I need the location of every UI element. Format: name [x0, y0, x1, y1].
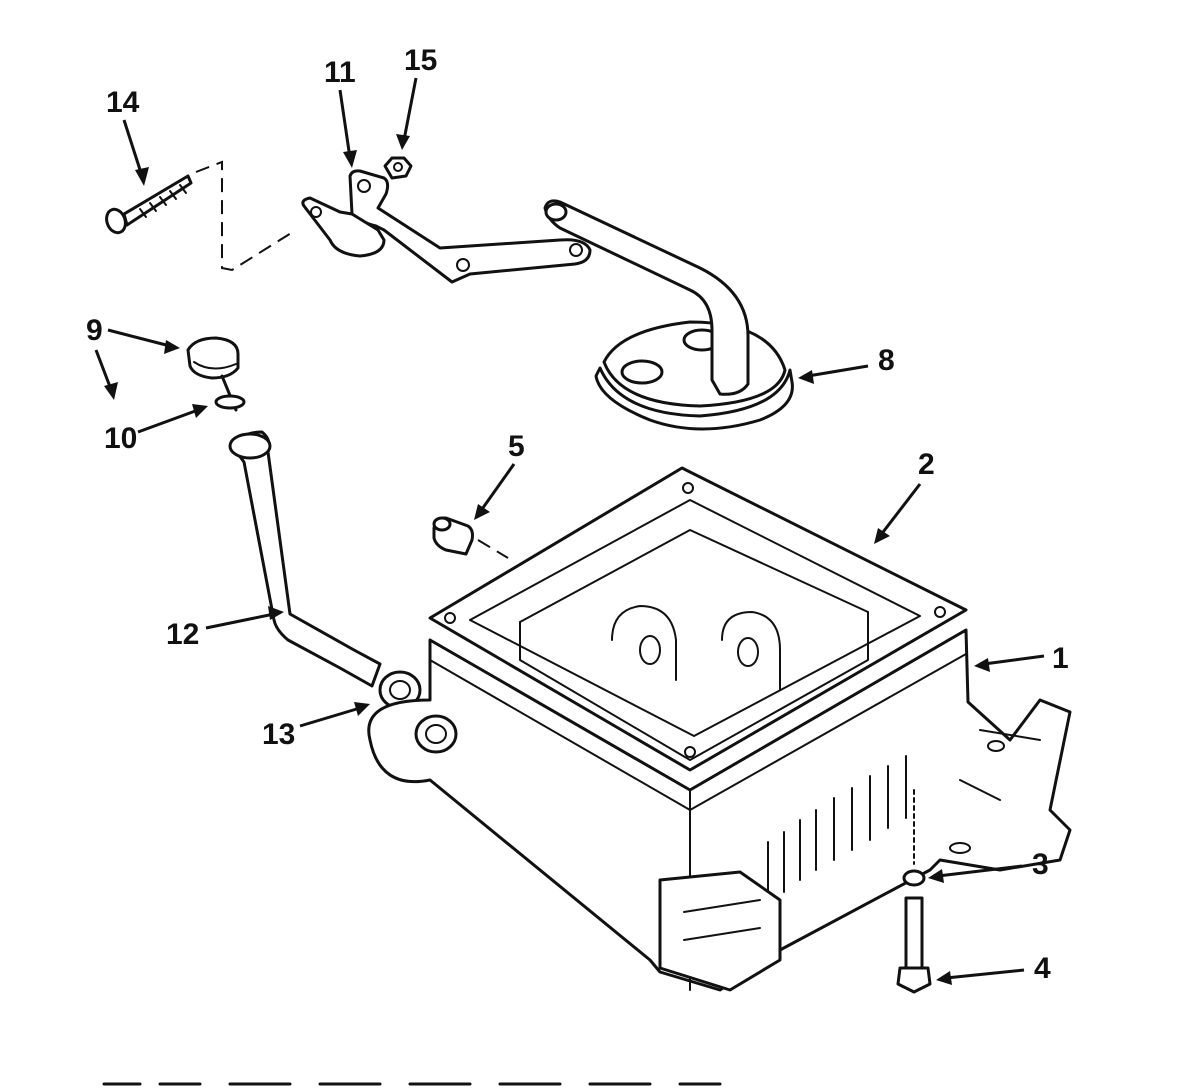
strainer-part-8	[543, 199, 794, 431]
washer-part-3	[902, 789, 926, 887]
callout-label-11: 11	[324, 56, 356, 89]
assembly-line-14	[195, 160, 297, 272]
callout-label-8: 8	[878, 344, 895, 377]
callout-label-1: 1	[1052, 642, 1069, 675]
callout-label-12: 12	[166, 618, 199, 651]
gasket-part-2	[428, 466, 968, 772]
callout-5: 5	[474, 430, 525, 520]
callout-label-3: 3	[1032, 848, 1049, 881]
o-ring-part-10	[214, 394, 246, 410]
bolt-part-4	[896, 896, 932, 994]
plug-part-5	[432, 516, 474, 556]
callout-label-15: 15	[404, 44, 437, 77]
callout-12: 12	[166, 606, 284, 651]
callout-4: 4	[936, 952, 1051, 985]
oil-pan-part-1	[367, 529, 1072, 992]
callout-label-2: 2	[918, 448, 935, 481]
cropped-caption-fragment	[100, 1082, 1090, 1088]
callout-2: 2	[874, 448, 935, 544]
screw-part-14	[105, 174, 193, 235]
callout-10: 10	[104, 404, 208, 455]
callout-14: 14	[106, 86, 149, 186]
callout-15: 15	[396, 44, 437, 150]
dipstick-part-9	[186, 336, 240, 412]
dipstick-tube-part-12	[228, 430, 382, 688]
bracket-part-11	[301, 169, 592, 284]
callout-9: 9	[86, 314, 180, 400]
callout-13: 13	[262, 702, 370, 751]
callout-label-13: 13	[262, 718, 295, 751]
nut-part-15	[383, 156, 413, 180]
callout-label-10: 10	[104, 422, 137, 455]
assembly-line-5	[477, 539, 509, 559]
callout-1: 1	[974, 642, 1069, 675]
callout-11: 11	[324, 56, 357, 168]
callout-label-4: 4	[1034, 952, 1051, 985]
callout-8: 8	[798, 344, 895, 384]
callout-label-14: 14	[106, 86, 140, 119]
callout-label-5: 5	[508, 430, 525, 463]
callout-3: 3	[928, 848, 1049, 883]
callout-label-9: 9	[86, 314, 103, 347]
